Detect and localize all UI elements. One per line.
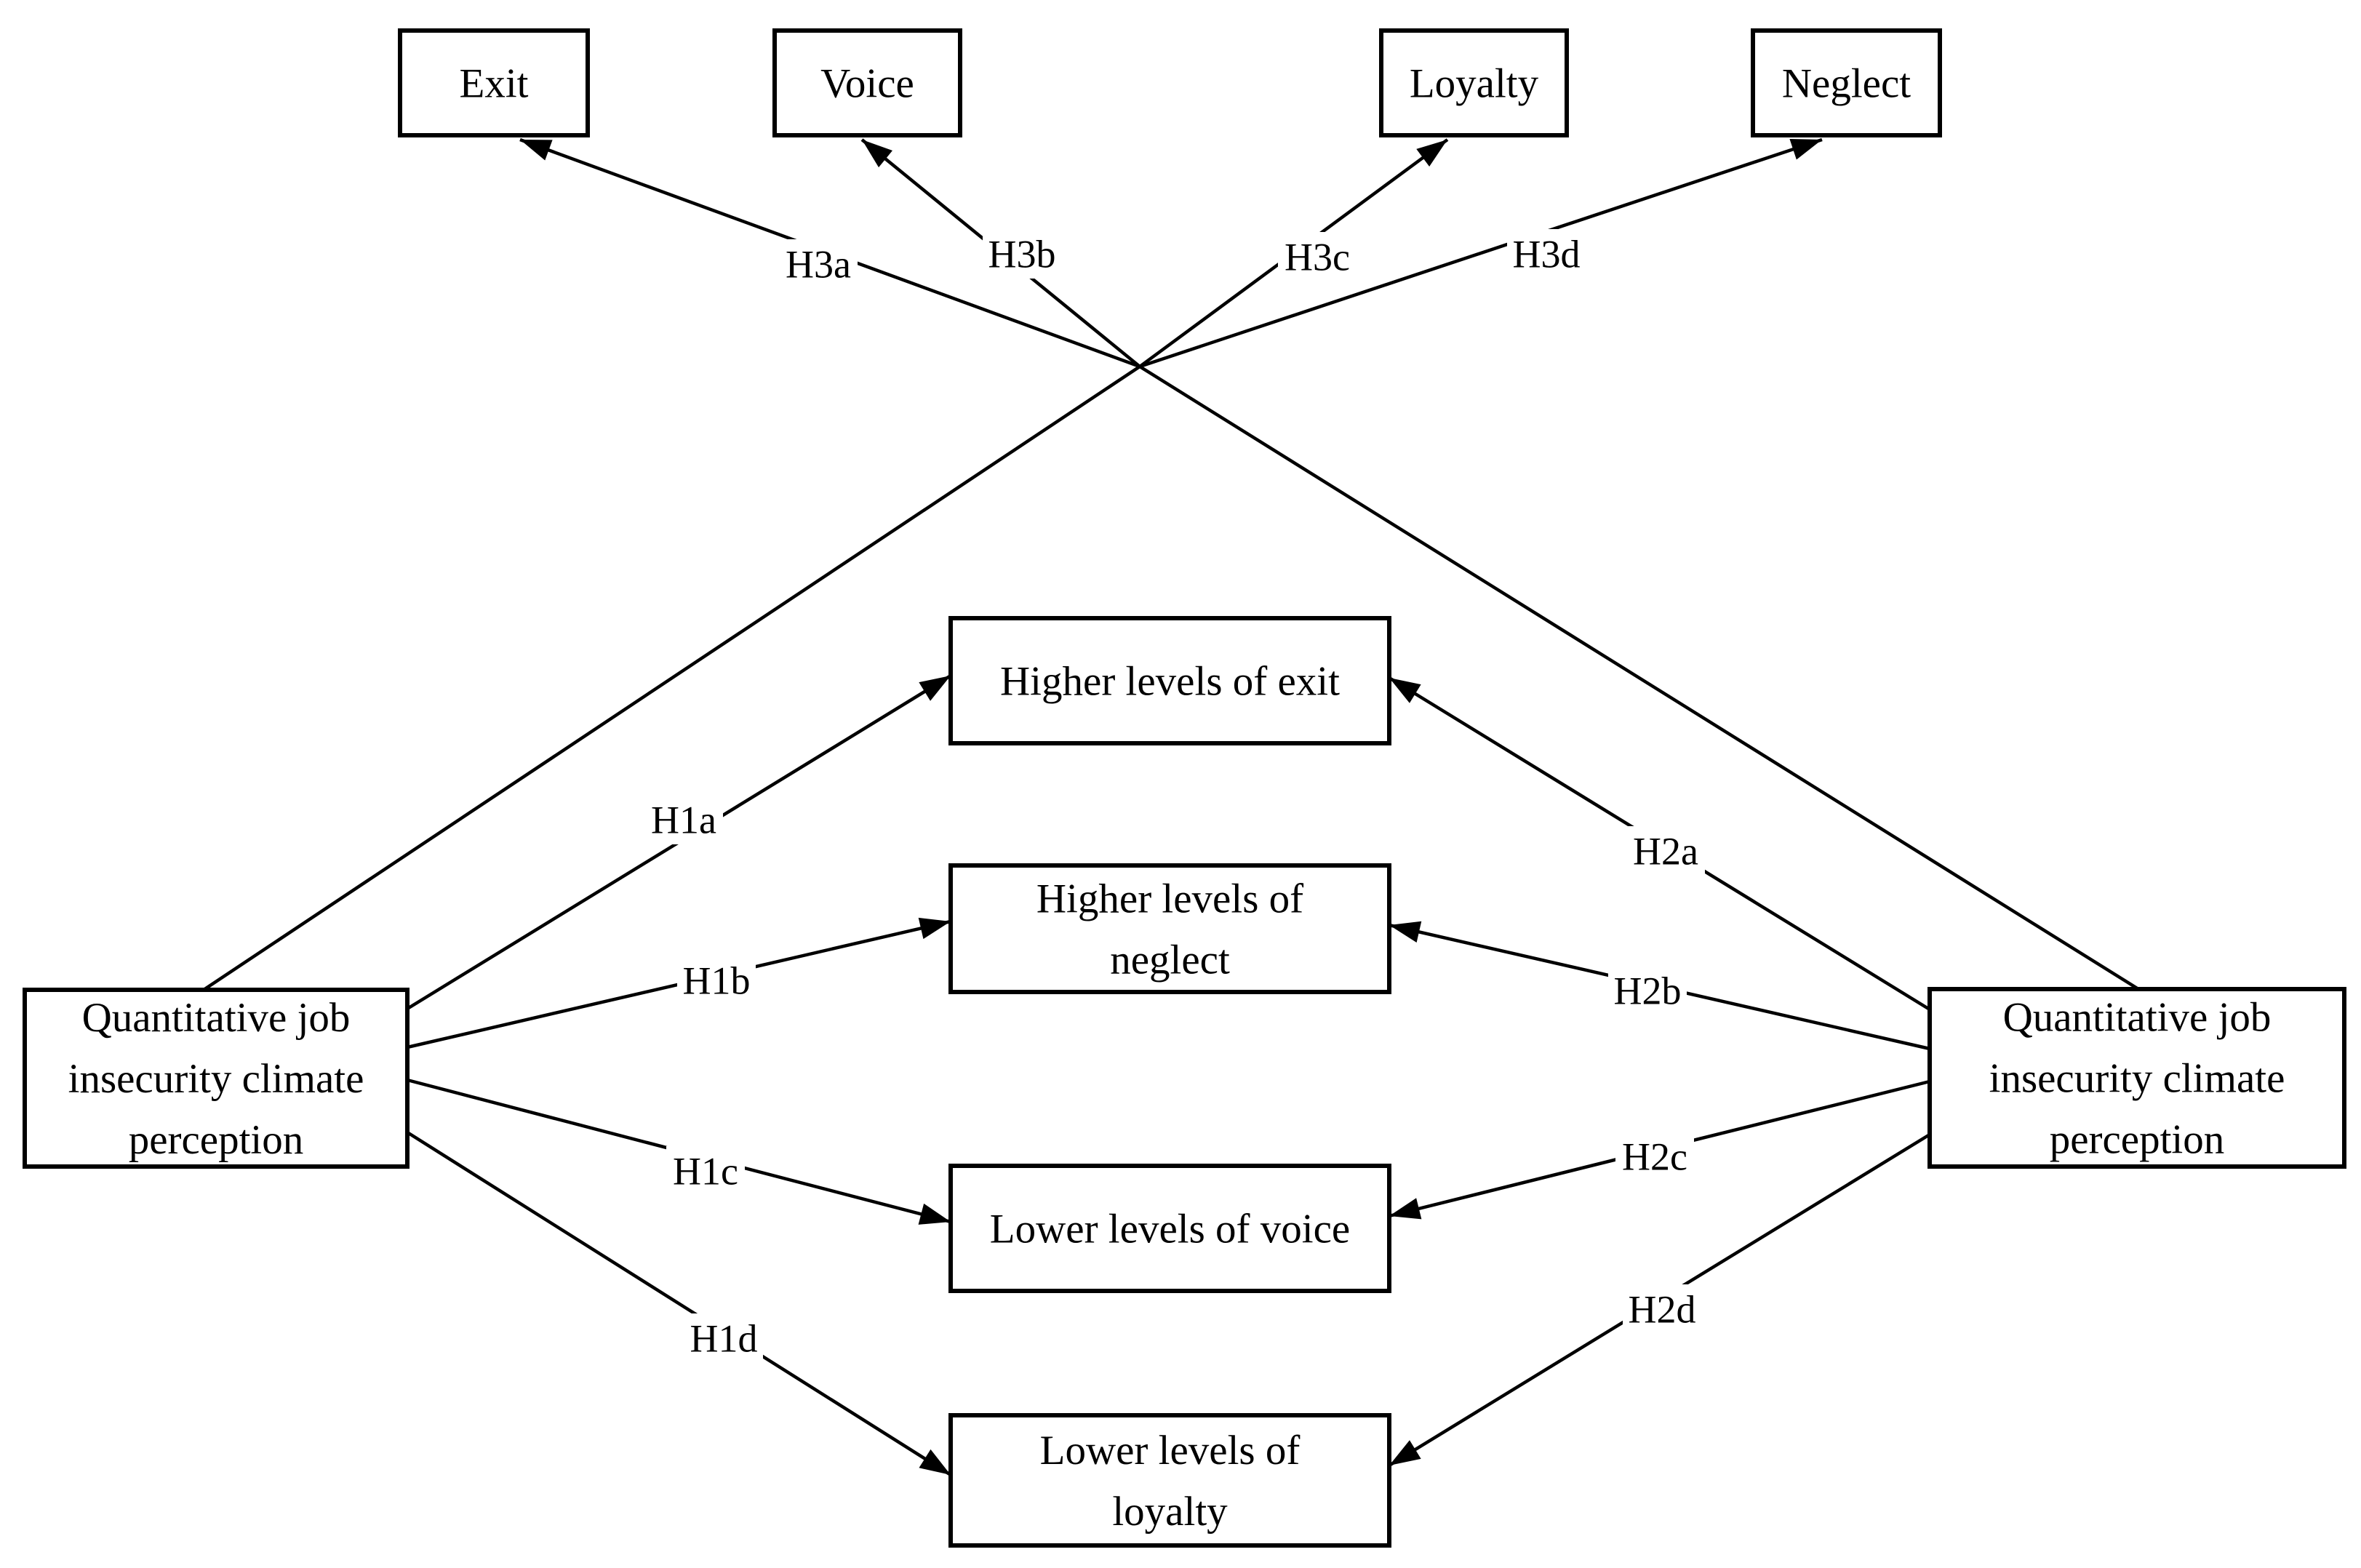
edge-label-h3d: H3d [1507, 229, 1586, 279]
node-label-higher-neglect: Higher levels of neglect [1036, 876, 1303, 983]
node-label-higher-exit: Higher levels of exit [1000, 658, 1340, 704]
node-label-line: Voice [820, 60, 914, 106]
node-label-line: Quantitative job [2003, 994, 2272, 1040]
node-loyalty: Loyalty [1379, 28, 1569, 137]
node-label-line: Lower levels of [1040, 1428, 1301, 1473]
node-label-line: insecurity climate [1989, 1055, 2285, 1101]
edge-label-h2a: H2a [1626, 826, 1705, 876]
edge-label-backing [684, 1313, 763, 1363]
node-label-exit: Exit [460, 60, 529, 106]
node-label-line: Higher levels of [1036, 876, 1303, 921]
edge-h3d-arrow-to-neglect [1139, 137, 1823, 369]
node-label-line: perception [129, 1117, 304, 1163]
node-higher-neglect: Higher levels of neglect [948, 863, 1391, 994]
node-box-right-climate [1927, 987, 2346, 1169]
edge-left-climate-to-junction [202, 365, 1141, 991]
edge-label-text-h1d: H1d [690, 1316, 758, 1360]
edge-label-h1d: H1d [684, 1313, 763, 1363]
edge-label-text-h3c: H3c [1285, 235, 1350, 279]
node-label-line: Loyalty [1410, 60, 1539, 106]
node-left-climate: Quantitative job insecurity climate percep… [23, 988, 410, 1169]
edge-label-h3c: H3c [1278, 232, 1357, 281]
node-lower-loyalty: Lower levels of loyalty [948, 1413, 1391, 1548]
node-label-right-climate: Quantitative job insecurity climate percep… [1989, 994, 2285, 1162]
node-label-line: Neglect [1782, 60, 1911, 106]
node-label-line: loyalty [1112, 1489, 1228, 1535]
edge-label-backing [644, 795, 723, 844]
edge-label-backing [983, 229, 1061, 279]
edge-label-h1c: H1c [666, 1146, 745, 1196]
node-voice: Voice [772, 28, 962, 137]
node-label-line: Exit [460, 60, 529, 106]
edge-label-h2b: H2b [1608, 966, 1687, 1015]
edge-label-text-h1c: H1c [673, 1149, 738, 1193]
edge-label-backing [779, 239, 858, 289]
edge-label-text-h3d: H3d [1513, 232, 1581, 276]
edge-label-text-h2b: H2b [1614, 969, 1682, 1012]
node-label-lower-loyalty: Lower levels of loyalty [1040, 1428, 1301, 1535]
node-box-lower-loyalty [948, 1413, 1391, 1548]
edge-label-text-h2c: H2c [1622, 1135, 1687, 1178]
node-label-left-climate: Quantitative job insecurity climate percep… [68, 995, 364, 1163]
node-right-climate: Quantitative job insecurity climate percep… [1927, 987, 2346, 1169]
node-box-exit [398, 28, 590, 137]
edge-label-h2d: H2d [1623, 1284, 1701, 1334]
node-label-line: Higher levels of exit [1000, 658, 1340, 704]
edge-h1d-arrow [406, 1131, 952, 1476]
node-higher-exit: Higher levels of exit [948, 616, 1391, 745]
node-label-line: Quantitative job [82, 995, 351, 1041]
node-box-higher-exit [948, 616, 1391, 745]
edge-label-backing [1278, 232, 1357, 281]
edge-label-text-h3b: H3b [988, 232, 1056, 276]
edge-label-text-h1b: H1b [683, 959, 751, 1002]
node-label-line: insecurity climate [68, 1056, 364, 1102]
node-label-loyalty: Loyalty [1410, 60, 1539, 106]
node-exit: Exit [398, 28, 590, 137]
node-label-line: perception [2050, 1116, 2225, 1162]
node-label-voice: Voice [820, 60, 914, 106]
edge-label-backing [666, 1146, 745, 1196]
edge-label-backing [1623, 1284, 1701, 1334]
edge-label-text-h2a: H2a [1633, 829, 1698, 873]
node-neglect: Neglect [1751, 28, 1942, 137]
node-label-line: neglect [1110, 937, 1230, 983]
edge-label-h3b: H3b [983, 229, 1061, 279]
edge-label-backing [1615, 1132, 1694, 1181]
edge-label-backing [1608, 966, 1687, 1015]
edge-label-text-h2d: H2d [1629, 1287, 1696, 1331]
edge-label-backing [677, 956, 756, 1005]
edge-label-h1b: H1b [677, 956, 756, 1005]
edge-label-backing [1507, 229, 1586, 279]
edge-label-h3a: H3a [779, 239, 858, 289]
node-label-line: Lower levels of voice [990, 1206, 1350, 1252]
edge-label-h2c: H2c [1615, 1132, 1694, 1181]
edge-label-backing [1626, 826, 1705, 876]
edge-label-text-h3a: H3a [786, 242, 851, 286]
node-box-lower-voice [948, 1164, 1391, 1293]
node-box-loyalty [1379, 28, 1569, 137]
node-label-lower-voice: Lower levels of voice [990, 1206, 1350, 1252]
edge-label-text-h1a: H1a [651, 798, 716, 841]
edge-right-climate-to-junction [1138, 365, 2140, 991]
node-lower-voice: Lower levels of voice [948, 1164, 1391, 1293]
node-label-neglect: Neglect [1782, 60, 1911, 106]
node-box-voice [772, 28, 962, 137]
node-box-neglect [1751, 28, 1942, 137]
node-box-higher-neglect [948, 863, 1391, 994]
node-box-left-climate [23, 988, 410, 1169]
edge-label-h1a: H1a [644, 795, 723, 844]
